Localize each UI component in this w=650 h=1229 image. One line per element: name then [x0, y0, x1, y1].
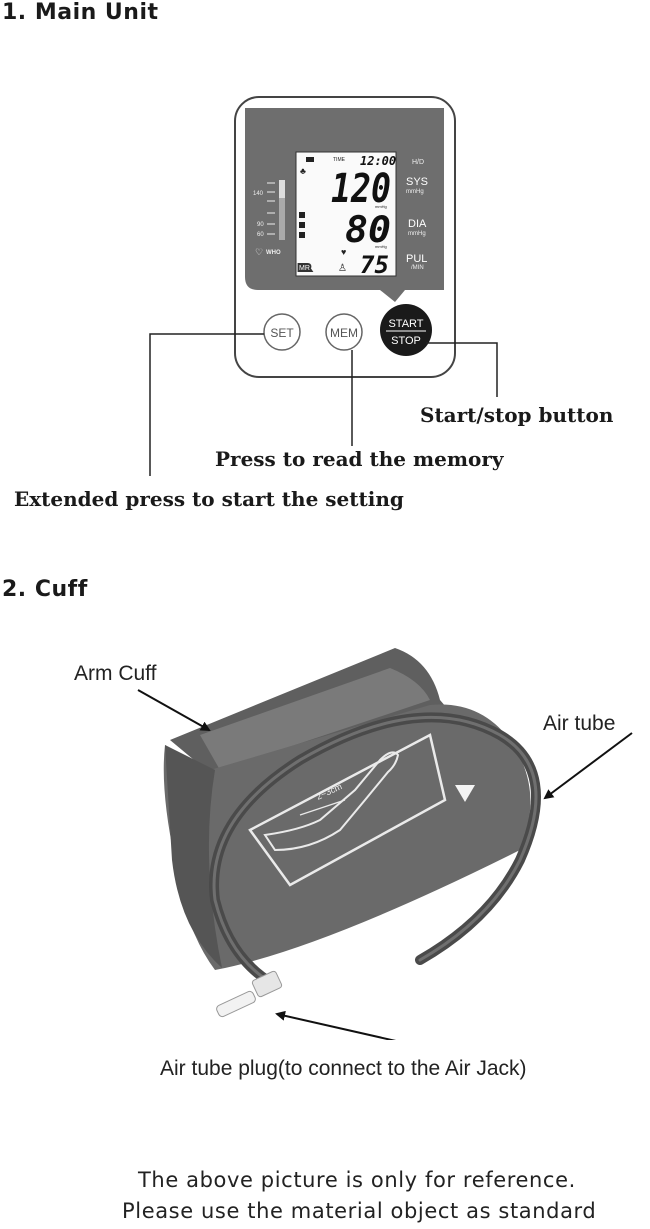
callout-start-stop: Start/stop button [420, 403, 614, 427]
lcd-sys-label: SYS [406, 176, 428, 188]
cuff-marking-panel [248, 733, 447, 887]
lcd-sys-unit: mmHg [406, 189, 424, 195]
set-button[interactable]: SET [263, 313, 301, 351]
set-button-label: SET [270, 326, 294, 340]
callout-plug: Air tube plug(to connect to the Air Jack… [160, 1057, 527, 1080]
arrow-arm-cuff [137, 689, 211, 731]
lcd-pul-label: PUL [406, 253, 427, 265]
lcd-time: 12:00 [360, 154, 396, 168]
scale-60: 60 [257, 232, 264, 238]
mem-button[interactable]: MEM [325, 313, 363, 351]
footer-line-2: Please use the material object as standa… [122, 1199, 597, 1223]
lcd-screen [295, 151, 397, 277]
lcd-mr: MR [299, 265, 310, 272]
arrow-plug [275, 1010, 397, 1040]
callout-setting: Extended press to start the setting [14, 487, 404, 511]
air-tube-plug [216, 970, 283, 1018]
cuff-velcro [200, 668, 430, 770]
stop-label: STOP [391, 335, 421, 347]
lcd-unit-2: mmHg [375, 244, 387, 249]
bell-icon: ♙ [338, 263, 347, 274]
lcd-pul-value: 75 [360, 251, 389, 279]
person-icon: ♣ [300, 166, 306, 176]
scale-140: 140 [253, 191, 264, 197]
lcd-sys-value: 120 [331, 166, 391, 212]
lcd-time-label: TIME [333, 157, 346, 163]
footer-line-1: The above picture is only for reference. [138, 1168, 576, 1192]
who-scale-bar [279, 180, 285, 240]
who-label: WHO [266, 250, 281, 256]
callout-air-tube: Air tube [543, 712, 616, 735]
start-label: START [388, 318, 423, 330]
cuff-index-triangle [455, 785, 475, 802]
section-cuff-title: 2. Cuff [2, 577, 88, 602]
arrow-air-tube [543, 732, 633, 800]
lcd-pul-unit: /MIN [411, 265, 424, 271]
cuff-illustration: 2~3cm [137, 648, 633, 1040]
heart-icon: ♥ [341, 247, 346, 257]
lcd-hd: H/D [412, 159, 424, 166]
callout-arm-cuff: Arm Cuff [74, 662, 157, 685]
main-unit-illustration: TIME 12:00 ♣ 120 mmHg 80 mmHg ♥ MR ♙ 75 … [149, 96, 498, 476]
section-main-unit-title: 1. Main Unit [2, 0, 159, 25]
callout-line-start-stop [426, 342, 498, 397]
lcd-dia-value: 80 [345, 210, 391, 251]
start-stop-button[interactable]: START STOP [380, 304, 432, 356]
lcd-dia-unit: mmHg [408, 231, 426, 237]
scale-90: 90 [257, 222, 264, 228]
arm-drawing [263, 751, 400, 852]
who-icon: ♡ [255, 247, 263, 257]
mem-button-label: MEM [330, 326, 358, 340]
callout-line-setting [149, 333, 264, 476]
lcd-unit-1: mmHg [375, 204, 387, 209]
lcd-dia-label: DIA [408, 218, 427, 230]
callout-memory: Press to read the memory [215, 447, 504, 471]
